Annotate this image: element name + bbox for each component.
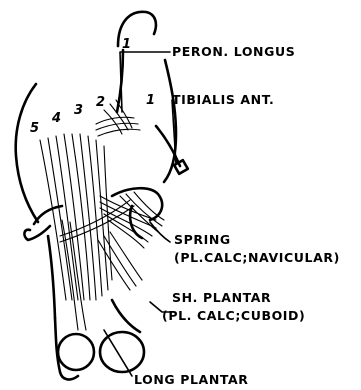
label-long-plantar: LONG PLANTAR xyxy=(134,372,249,387)
label-tibialis-anterior: TIBIALIS ANT. xyxy=(172,92,274,107)
metatarsal-number-1-upper: 1 xyxy=(122,37,131,52)
metatarsal-number-5: 5 xyxy=(30,121,39,136)
lateral-foot-border xyxy=(16,84,38,222)
calcaneal-tuberosity-left xyxy=(58,334,94,370)
labels: PERON. LONGUS TIBIALIS ANT. SPRING (PL.C… xyxy=(134,44,340,387)
metatarsal-number-1-lower: 1 xyxy=(146,93,155,108)
bone-outlines xyxy=(16,12,188,380)
metatarsal-number-4: 4 xyxy=(51,111,61,126)
label-spring: SPRING xyxy=(174,232,231,247)
peron-longus-leader xyxy=(120,52,170,112)
label-peroneus-longus: PERON. LONGUS xyxy=(172,44,295,59)
metatarsal-number-3: 3 xyxy=(74,103,83,118)
label-short-plantar-detail: (PL. CALC;CUBOID) xyxy=(162,308,305,323)
label-short-plantar: SH. PLANTAR xyxy=(172,290,271,305)
label-spring-detail: (PL.CALC;NAVICULAR) xyxy=(174,250,340,265)
metatarsal-number-2: 2 xyxy=(96,95,105,110)
lateral-foot-border-lower xyxy=(48,236,55,318)
calcaneus-medial-edge xyxy=(112,300,140,332)
ligament-fibres xyxy=(40,100,164,330)
calcaneal-tuberosity-right xyxy=(100,332,144,372)
